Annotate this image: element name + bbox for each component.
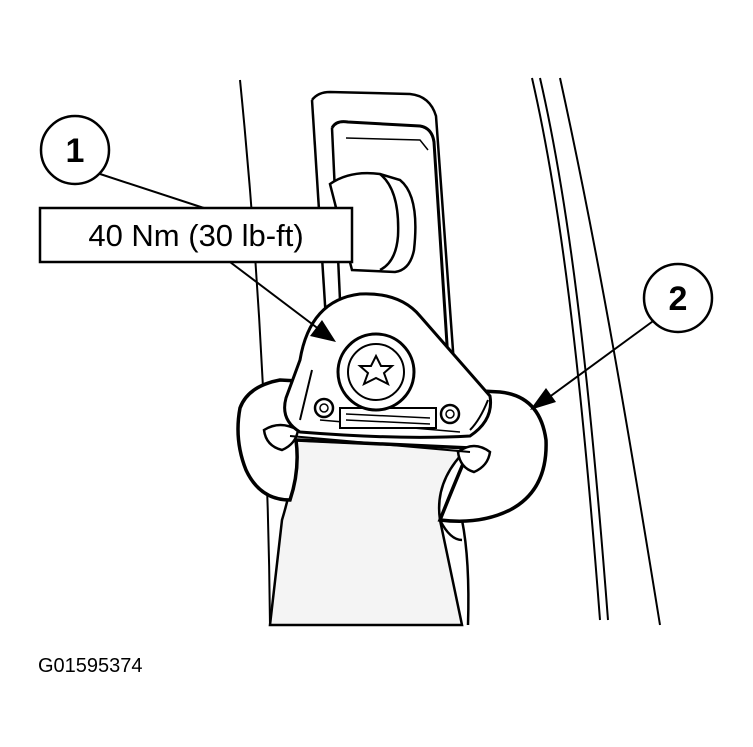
figure-id: G01595374	[38, 655, 143, 677]
callout-1-label: 1	[66, 132, 85, 170]
torque-label-box: 40 Nm (30 lb-ft)	[38, 206, 354, 264]
leader-arrow-bolt	[221, 255, 336, 342]
torque-value-text: 40 Nm (30 lb-ft)	[88, 218, 303, 253]
leader-line-1	[93, 171, 211, 211]
callout-1: 1	[39, 114, 111, 186]
leader-arrow-plate	[530, 315, 661, 410]
belt-webbing	[268, 438, 472, 627]
anchor-bolt-icon	[336, 332, 416, 412]
callout-2: 2	[642, 262, 714, 334]
callout-2-label: 2	[669, 280, 688, 318]
